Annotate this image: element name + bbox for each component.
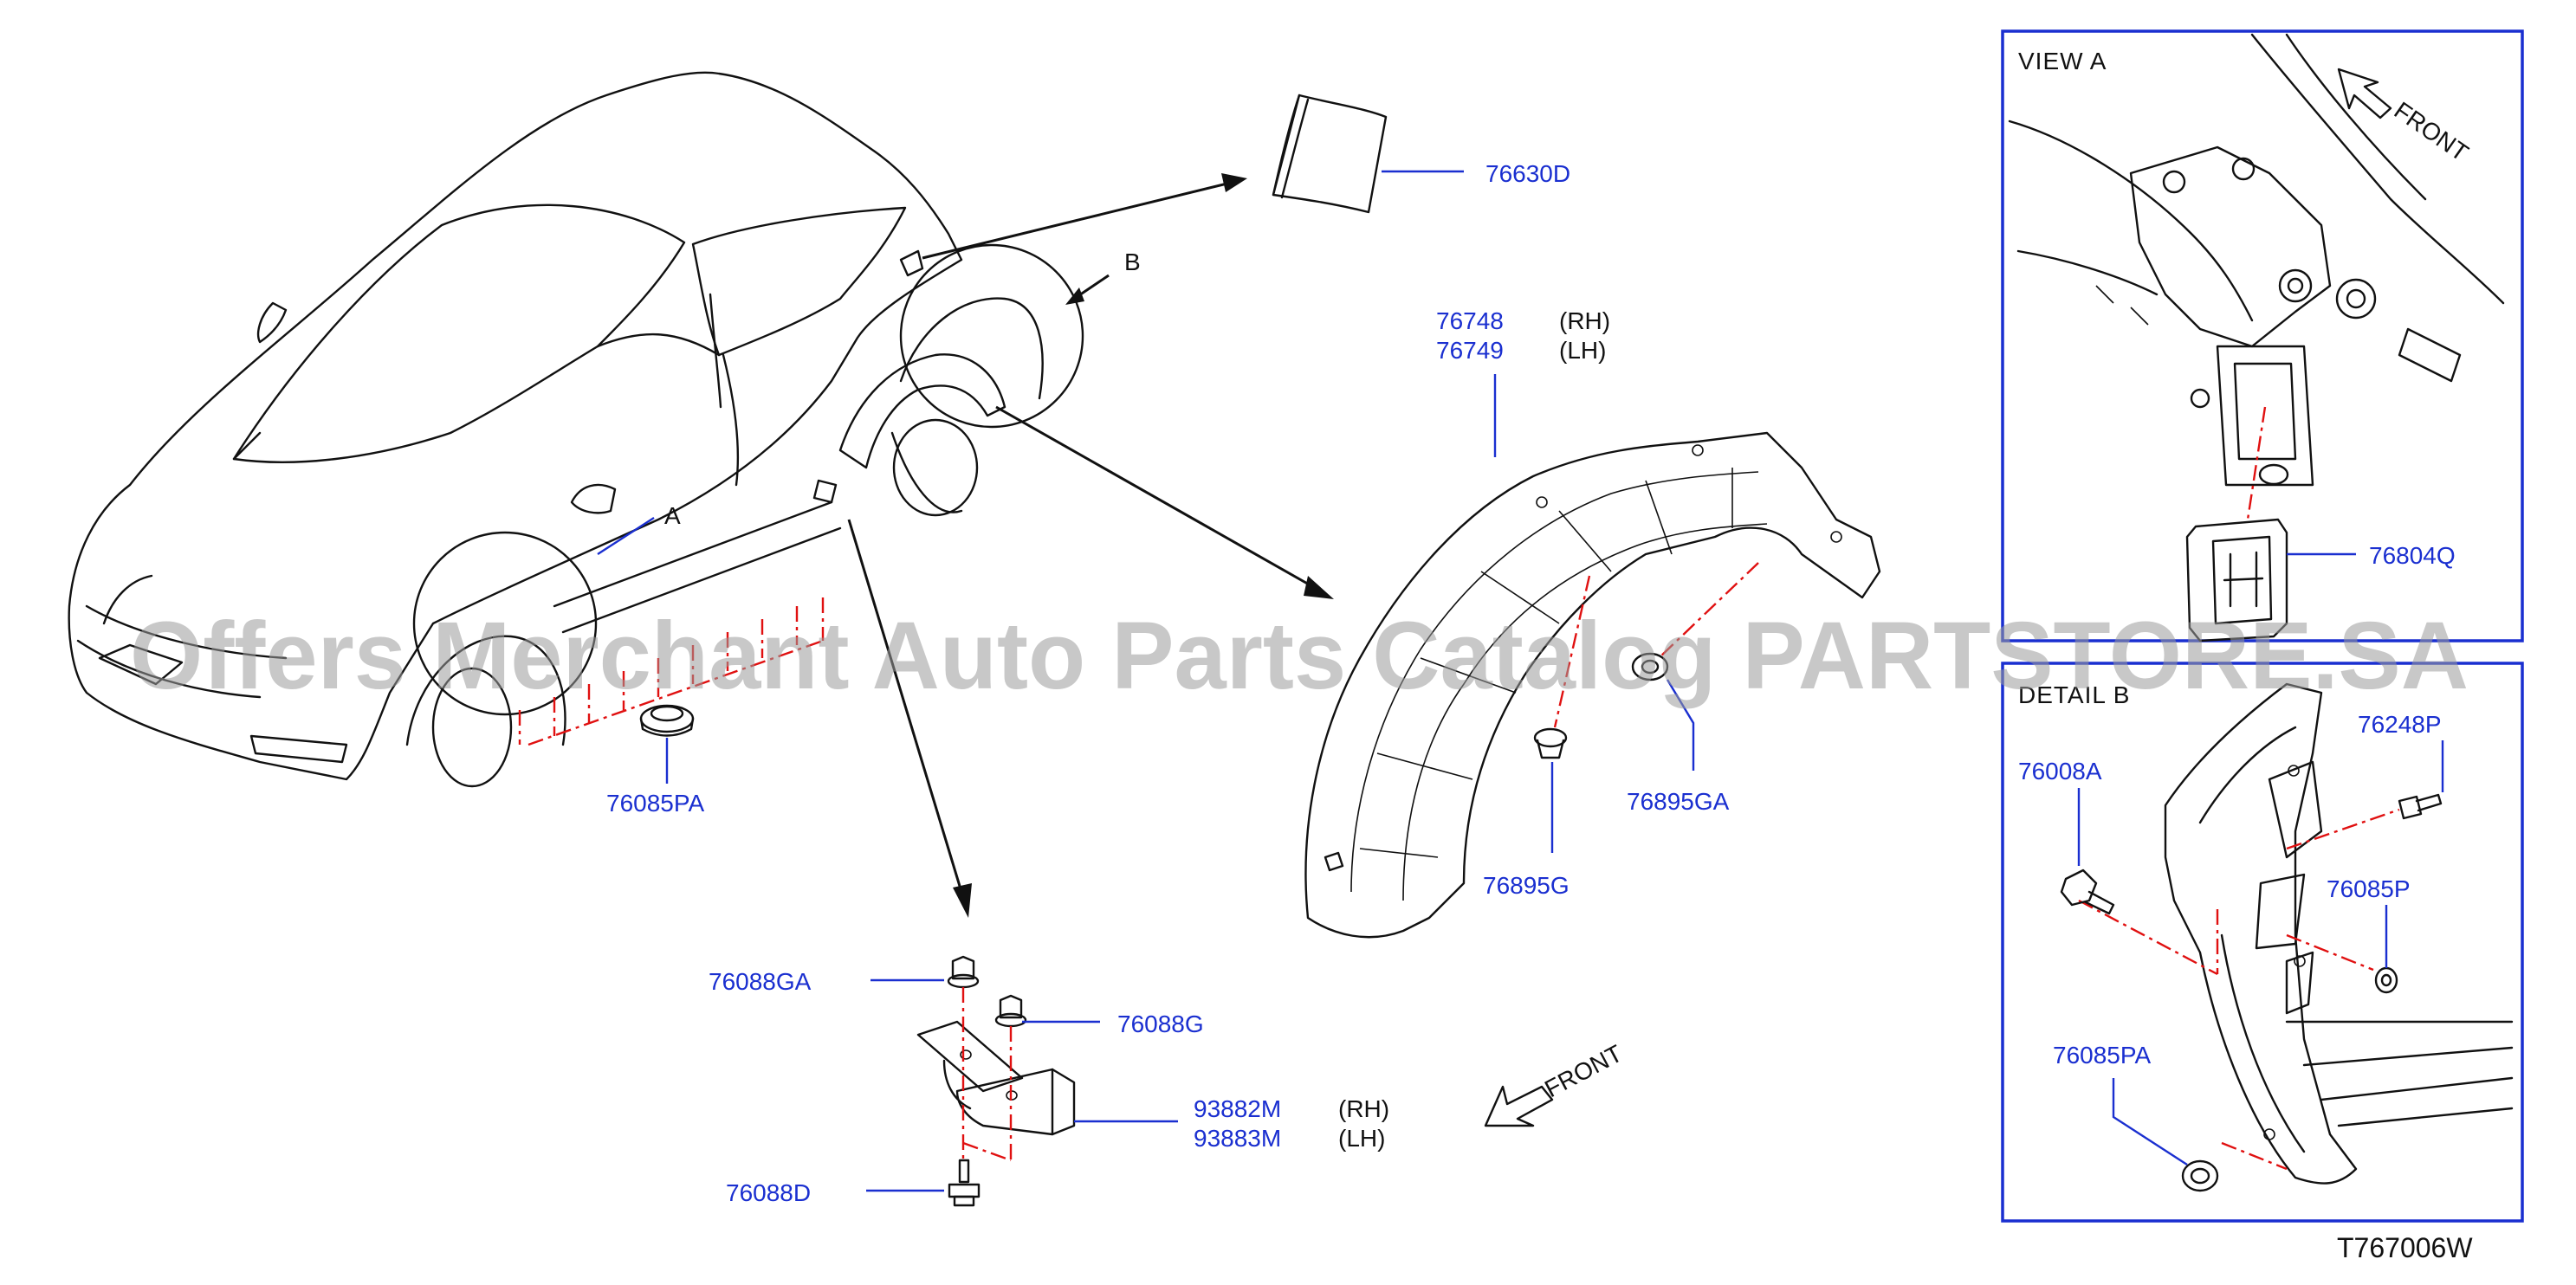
part-label-76895ga: 76895GA <box>1627 788 1730 815</box>
detail-b-title: DETAIL B <box>2018 681 2130 708</box>
view-a-part-76804q <box>2185 518 2288 642</box>
side-label-lh-93883m: (LH) <box>1338 1125 1385 1152</box>
view-a-panel: VIEW A FRONT <box>2001 29 2524 642</box>
side-label-rh-93882m: (RH) <box>1338 1095 1389 1122</box>
guide-76895ga <box>1658 562 1759 659</box>
detail-b-body-drawing <box>2164 682 2514 1185</box>
detail-b-panel: DETAIL B <box>2001 662 2524 1223</box>
diagram-code: T767006W <box>2337 1232 2473 1263</box>
view-a-front-arrow: FRONT <box>2337 68 2474 167</box>
front-label-main: FRONT <box>1540 1040 1627 1103</box>
bolt-76248p-drawing <box>2398 793 2443 820</box>
arrow-to-76630d <box>922 180 1235 260</box>
part-76630d-drawing <box>1272 94 1388 214</box>
callout-circle-a <box>412 531 598 716</box>
front-label-view-a: FRONT <box>2390 97 2474 167</box>
part-label-76085pa: 76085PA <box>606 790 704 817</box>
leader-76895ga <box>1666 679 1695 771</box>
part-label-93883m: 93883M <box>1194 1125 1281 1152</box>
callout-label-a: A <box>664 502 681 529</box>
car-body-illustration <box>68 71 1084 788</box>
clip-76088g-drawing <box>994 994 1027 1028</box>
part-label-76088d: 76088D <box>726 1179 811 1206</box>
arrow-to-rear-liner <box>995 405 1317 591</box>
bracket-guides <box>961 987 1013 1162</box>
part-label-93882m: 93882M <box>1194 1095 1281 1122</box>
clip-76088ga-drawing <box>947 955 980 989</box>
view-a-frame <box>2001 29 2524 642</box>
watermark: Offers Merchant Auto Parts Catalog PARTS… <box>130 603 2469 709</box>
part-label-76630d: 76630D <box>1485 160 1570 187</box>
guide-76895g <box>1553 575 1591 728</box>
bolt-76088d-drawing <box>948 1159 981 1207</box>
callout-circle-b <box>899 243 1084 429</box>
rear-wheel-liner-drawing <box>1304 431 1881 939</box>
clip-76085pa-detail-drawing <box>2181 1159 2219 1192</box>
part-label-76088g: 76088G <box>1117 1011 1204 1037</box>
front-direction-arrow: FRONT <box>1484 1040 1627 1127</box>
callout-b-arrowhead <box>1065 287 1084 305</box>
clip-76085pa-drawing <box>639 704 695 737</box>
grommet-76895ga-drawing <box>1631 652 1669 681</box>
sill-clip-guides <box>518 597 825 746</box>
callout-label-b: B <box>1124 249 1141 275</box>
part-label-76088ga: 76088GA <box>709 968 812 995</box>
clip-76085p-drawing <box>2374 966 2398 994</box>
view-a-title: VIEW A <box>2018 48 2107 74</box>
part-label-76008a: 76008A <box>2018 758 2102 785</box>
part-label-76748: 76748 <box>1436 307 1504 334</box>
leader-76085pa-detail <box>2112 1078 2188 1166</box>
callout-a-leader <box>597 516 655 556</box>
view-a-body-drawing <box>2008 33 2505 520</box>
detail-b-guides <box>2078 808 2400 1171</box>
clip-76895g-drawing <box>1533 727 1568 759</box>
part-label-76804q: 76804Q <box>2369 542 2456 569</box>
part-label-76248p: 76248P <box>2358 711 2442 738</box>
arrow-to-bracket <box>847 519 963 893</box>
detail-b-frame <box>2001 662 2524 1223</box>
arrowhead-rear-liner <box>1304 576 1334 599</box>
bracket-93882m-drawing <box>916 1020 1076 1136</box>
arrowhead-76630d <box>1221 173 1247 192</box>
side-label-lh-76749: (LH) <box>1559 337 1606 364</box>
side-label-rh-76748: (RH) <box>1559 307 1610 334</box>
part-label-76085pa-detail: 76085PA <box>2053 1042 2151 1069</box>
bolt-76008a-drawing <box>2060 869 2115 915</box>
part-label-76085p: 76085P <box>2327 875 2411 902</box>
part-label-76749: 76749 <box>1436 337 1504 364</box>
arrowhead-bracket <box>953 883 972 918</box>
part-label-76895g: 76895G <box>1483 872 1570 899</box>
